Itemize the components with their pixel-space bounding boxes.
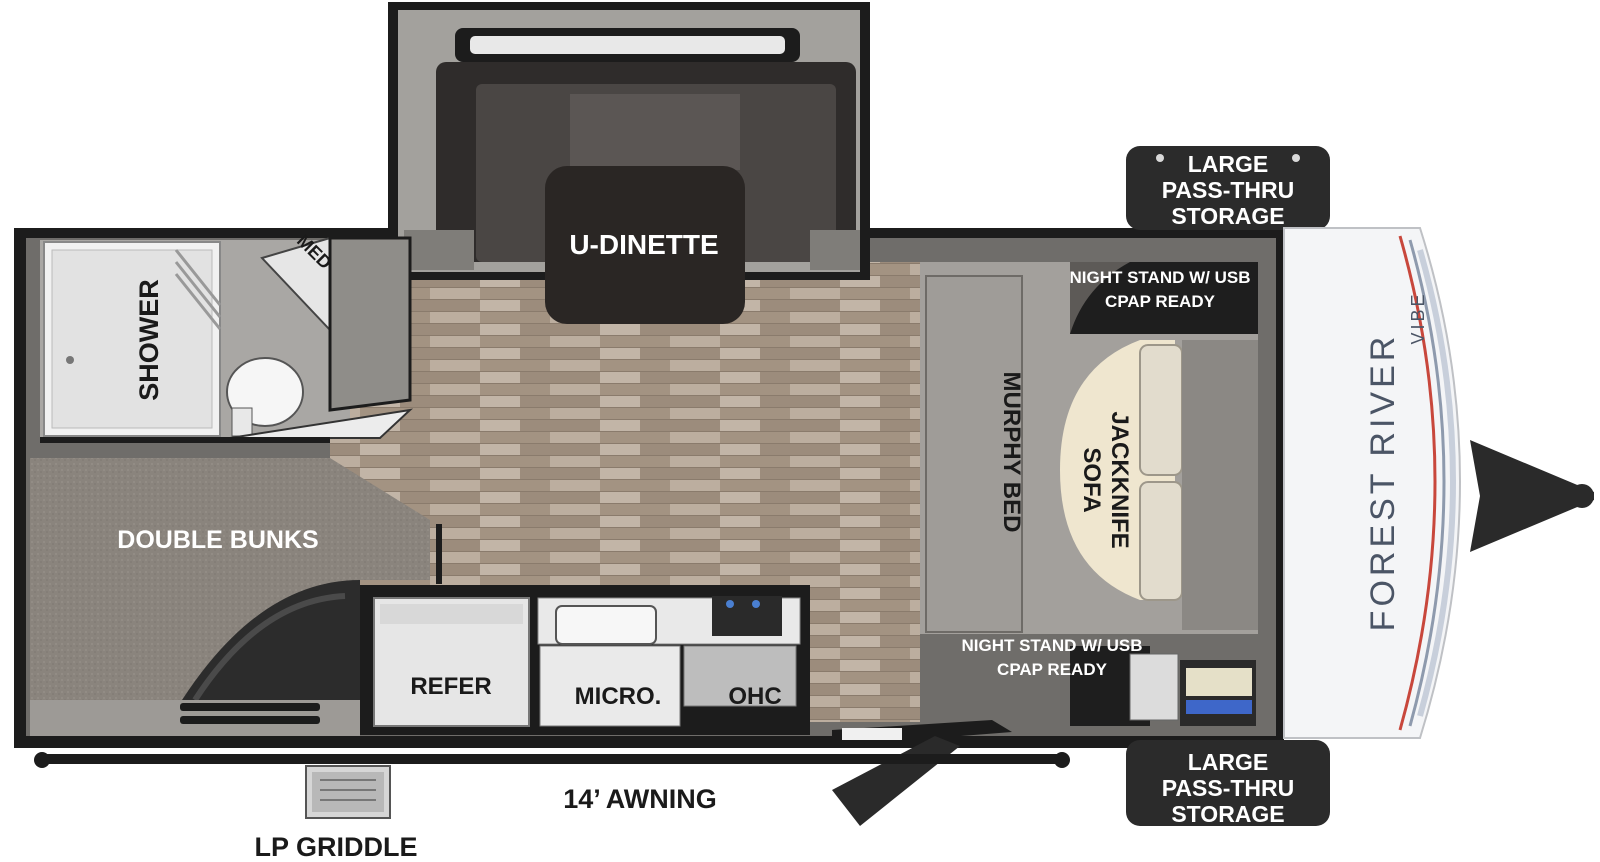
storage-top-line3: STORAGE bbox=[1171, 203, 1284, 229]
murphy-bed-label: MURPHY BED bbox=[998, 372, 1025, 533]
double-bunks-label: DOUBLE BUNKS bbox=[117, 526, 318, 554]
front-bedroom bbox=[920, 262, 1258, 726]
dinette-slideout bbox=[388, 2, 870, 324]
sink bbox=[555, 605, 657, 645]
brand-label: FOREST RIVER bbox=[1364, 333, 1402, 632]
tongue-hitch bbox=[1470, 440, 1594, 552]
awning-label: 14’ AWNING bbox=[563, 784, 717, 814]
u-dinette-label: U-DINETTE bbox=[569, 229, 718, 260]
lp-griddle bbox=[305, 765, 391, 819]
bathroom bbox=[40, 236, 414, 443]
nightstand-bottom-line2: CPAP READY bbox=[997, 660, 1108, 679]
cooktop bbox=[712, 596, 782, 636]
dinette-table bbox=[545, 166, 745, 324]
microwave bbox=[539, 645, 681, 727]
nightstand-top-line2: CPAP READY bbox=[1105, 292, 1216, 311]
ohc-label: OHC bbox=[728, 683, 781, 710]
storage-top-line1: LARGE bbox=[1188, 151, 1269, 177]
awning bbox=[34, 752, 1070, 768]
overhead-cabinet bbox=[683, 645, 797, 707]
nightstand-bottom-line1: NIGHT STAND W/ USB bbox=[961, 636, 1142, 655]
front-cap bbox=[1283, 227, 1594, 739]
sofa-label: SOFA bbox=[1078, 447, 1105, 512]
pass-thru-storage-bottom bbox=[1126, 740, 1330, 826]
griddle-label: LP GRIDDLE bbox=[254, 832, 417, 862]
storage-top-line2: PASS-THRU bbox=[1162, 177, 1294, 203]
murphy-bed bbox=[925, 275, 1023, 633]
storage-bottom-line2: PASS-THRU bbox=[1162, 775, 1294, 801]
storage-bottom-line3: STORAGE bbox=[1171, 801, 1284, 827]
model-label: VIBE bbox=[1408, 291, 1428, 344]
storage-bottom-line1: LARGE bbox=[1188, 749, 1269, 775]
double-bunks bbox=[30, 458, 430, 736]
micro-label: MICRO. bbox=[575, 683, 662, 710]
pass-thru-storage-top bbox=[1126, 146, 1330, 230]
jackknife-label: JACKKNIFE bbox=[1106, 411, 1133, 548]
kitchen bbox=[360, 524, 810, 735]
nightstand-top-line1: NIGHT STAND W/ USB bbox=[1069, 268, 1250, 287]
shower-label: SHOWER bbox=[134, 279, 164, 401]
refer-label: REFER bbox=[410, 673, 491, 700]
